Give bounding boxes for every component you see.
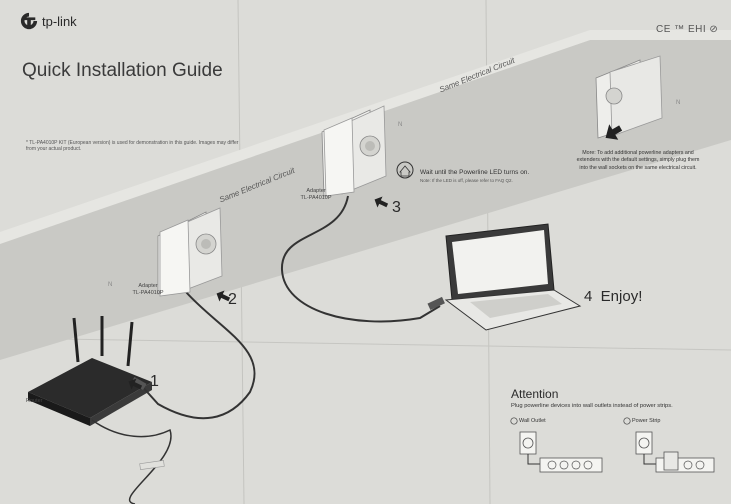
step-4-enjoy: 4 Enjoy! [584,288,643,305]
page-title: Quick Installation Guide [22,60,223,81]
tp-link-logo-icon [20,12,38,30]
tp-link-logo: tp-link [20,12,77,30]
certification-marks: CE ™ EHI ⊘ [656,24,719,35]
svg-text:N: N [676,100,680,106]
attention-text: Plug powerline devices into wall outlets… [511,403,673,409]
wall-outlet-diagram [519,431,603,473]
adapter-left-illustration [157,207,223,297]
step-2-number: 2 [228,291,237,308]
additional-adapter-illustration [595,55,663,140]
ethernet-cable-1 [139,291,256,420]
footnote: * TL-PA4010P KIT (European version) is u… [26,140,239,152]
adapter-right-label: Adapter TL-PA4010P [300,188,332,201]
laptop-illustration [444,223,582,331]
router-label: Router [26,398,43,404]
more-adapters-note: More: To add additional powerline adapte… [576,150,700,171]
svg-text:N: N [398,122,402,128]
attention-title: Attention [511,387,559,401]
ethernet-cable-2 [280,195,441,323]
wait-instruction: Wait until the Powerline LED turns on. [420,169,530,176]
fold-line-horizontal [0,337,731,351]
svg-text:N: N [108,282,112,288]
adapter-right-illustration [321,105,387,197]
power-strip-label: Power Strip [632,418,661,424]
router-power-cable [91,419,172,504]
step-1-number: 1 [150,373,159,390]
powerline-led-icon [396,161,414,179]
adapter-left-label: Adapter TL-PA4010P [132,283,164,296]
power-strip-diagram [635,431,715,473]
wait-note: Note: If the LED is off, please refer to… [420,178,513,183]
wall-outlet-label: Wall Outlet [519,418,546,424]
router-illustration [28,316,152,426]
logo-text: tp-link [42,13,77,29]
step-3-number: 3 [392,199,401,216]
